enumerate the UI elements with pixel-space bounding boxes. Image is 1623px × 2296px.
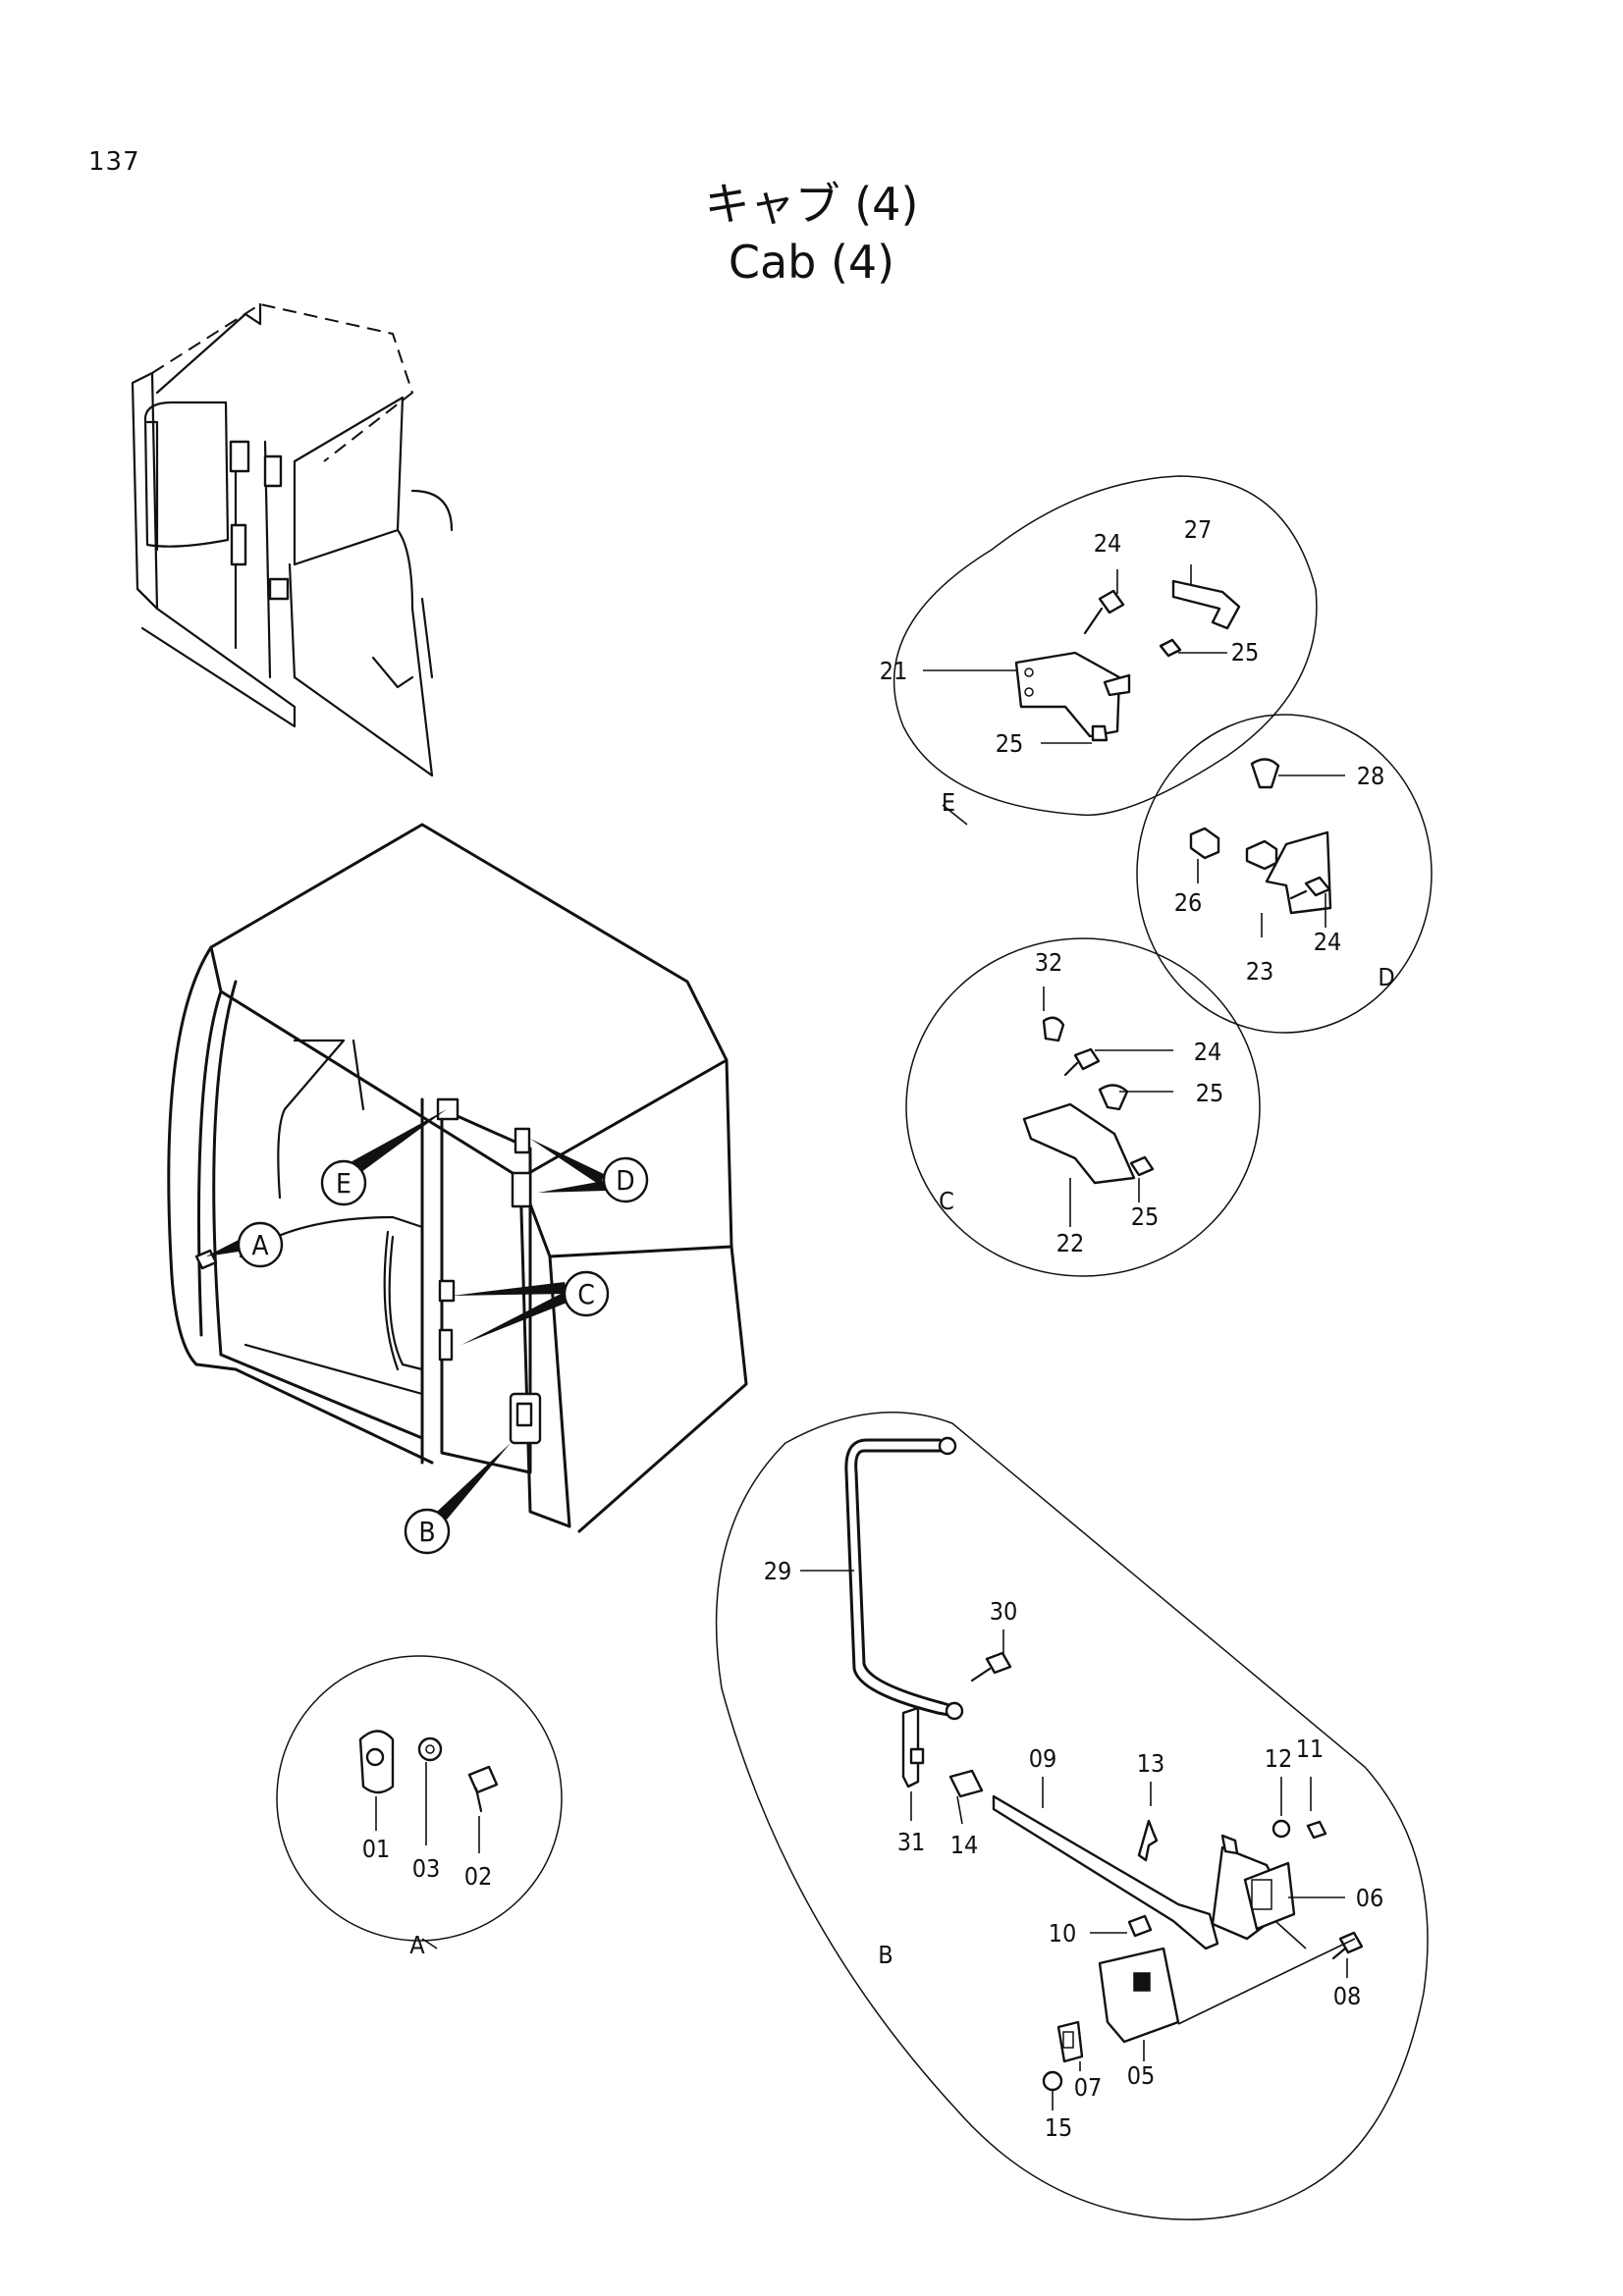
detail-c (905, 937, 1261, 1277)
page-title-japanese: キャブ (4) (704, 178, 919, 231)
overview-cab-drawing (131, 302, 454, 777)
detail-e-letter: E (942, 788, 955, 817)
part-label-e21: 21 (880, 657, 908, 685)
part-label-b07: 07 (1074, 2073, 1103, 2102)
part-label-b31: 31 (897, 1828, 926, 1856)
part-label-d28: 28 (1357, 762, 1385, 790)
callout-e-label: E (336, 1167, 352, 1200)
callout-d-label: D (616, 1164, 634, 1197)
part-label-c32: 32 (1035, 948, 1063, 977)
part-label-e27: 27 (1184, 515, 1213, 544)
callout-b-label: B (418, 1516, 435, 1548)
part-label-c22: 22 (1056, 1229, 1085, 1257)
part-label-e24: 24 (1094, 529, 1122, 558)
part-label-c25a: 25 (1196, 1079, 1224, 1107)
callout-e: E (320, 1109, 447, 1206)
part-label-c25b: 25 (1131, 1202, 1160, 1231)
part-label-a03: 03 (412, 1854, 441, 1883)
part-label-b11: 11 (1296, 1735, 1325, 1763)
main-cab-drawing (167, 823, 748, 1533)
part-label-b10: 10 (1049, 1919, 1077, 1948)
part-label-b13: 13 (1137, 1749, 1165, 1778)
detail-d (1136, 714, 1433, 1034)
callout-c-label: C (577, 1278, 595, 1310)
part-label-b06: 06 (1356, 1884, 1384, 1912)
part-label-e25a: 25 (1231, 638, 1260, 667)
part-label-b15: 15 (1045, 2113, 1073, 2142)
detail-d-letter: D (1378, 963, 1394, 991)
part-label-b08: 08 (1333, 1982, 1362, 2010)
part-label-a02: 02 (464, 1862, 493, 1891)
detail-b-letter: B (878, 1941, 893, 1969)
part-label-c24: 24 (1194, 1038, 1222, 1066)
callout-c: C (452, 1270, 610, 1345)
page-number: 137 (88, 147, 140, 177)
detail-a-letter: A (409, 1931, 425, 1959)
detail-e (893, 475, 1318, 826)
callout-d: D (530, 1139, 649, 1203)
part-label-a01: 01 (362, 1835, 391, 1863)
part-label-b30: 30 (990, 1597, 1018, 1626)
part-label-b05: 05 (1127, 2061, 1156, 2090)
detail-b (715, 1412, 1429, 2220)
part-label-d23: 23 (1246, 957, 1274, 986)
detail-c-letter: C (939, 1187, 954, 1215)
callout-b: B (404, 1443, 511, 1555)
part-label-b09: 09 (1029, 1744, 1057, 1773)
callout-a-label: A (251, 1229, 269, 1261)
part-label-b12: 12 (1265, 1744, 1293, 1773)
part-label-b29: 29 (764, 1557, 792, 1585)
part-label-d24: 24 (1314, 928, 1342, 956)
part-label-b14: 14 (950, 1831, 979, 1859)
page-title-english: Cab (4) (728, 236, 895, 289)
callout-a: A (206, 1221, 284, 1268)
part-label-e25b: 25 (996, 729, 1024, 758)
detail-a (276, 1655, 563, 1949)
part-label-d26: 26 (1174, 888, 1203, 917)
